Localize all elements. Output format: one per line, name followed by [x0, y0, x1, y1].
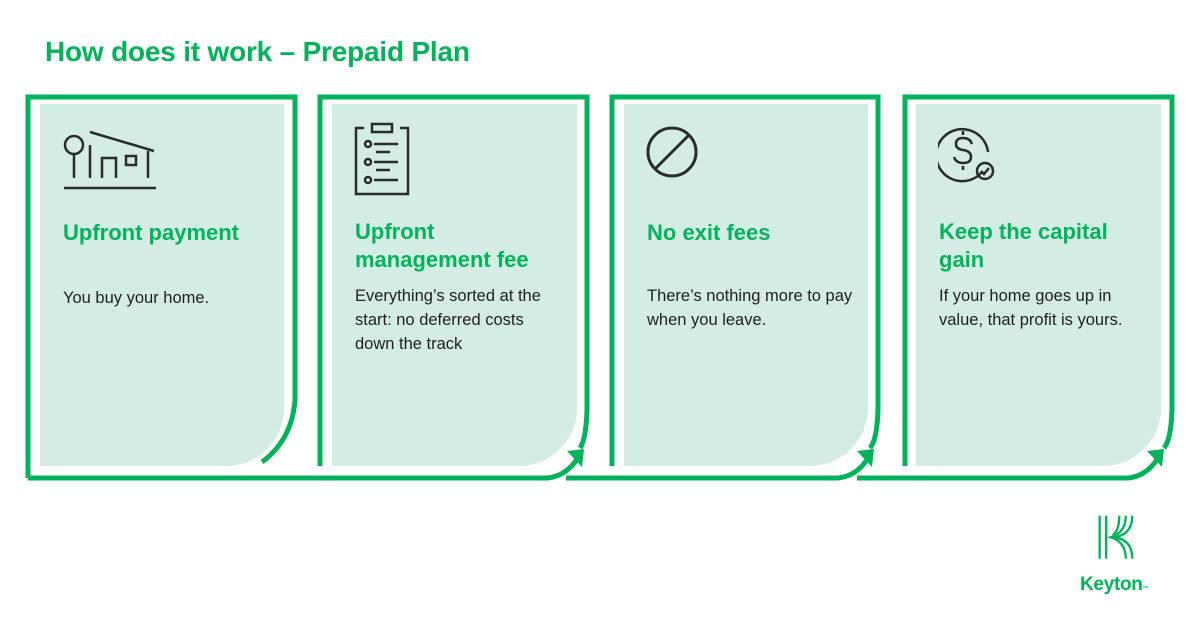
step-card-upfront-management-fee: Upfront management fee Everything’s sort… — [332, 104, 577, 466]
step-heading: Upfront payment — [63, 220, 239, 245]
step-heading: Keep the capital gain — [939, 219, 1108, 272]
step-heading: Upfront management fee — [355, 219, 529, 272]
clipboard-checklist-icon — [354, 122, 410, 196]
step-card-keep-capital-gain: Keep the capital gain If your home goes … — [916, 104, 1161, 466]
step-body: If your home goes up in value, that prof… — [939, 287, 1123, 329]
prohibited-circle-icon — [646, 126, 698, 178]
step-body: Everything’s sorted at the start: no def… — [355, 287, 541, 353]
step-heading: No exit fees — [647, 220, 771, 245]
page-title: How does it work – Prepaid Plan — [45, 36, 470, 67]
step-body: You buy your home. — [63, 289, 210, 307]
keyton-logo-icon — [1098, 515, 1134, 559]
arrow-heads — [567, 449, 1164, 467]
dollar-coin-check-icon — [938, 127, 995, 183]
keyton-logo-text: Keyton™ — [1080, 574, 1149, 595]
step-body: There’s nothing more to pay when you lea… — [647, 287, 853, 329]
house-with-tree-icon — [63, 130, 156, 190]
step-card-no-exit-fees: No exit fees There’s nothing more to pay… — [624, 104, 868, 466]
step-card-upfront-payment: Upfront payment You buy your home. — [40, 104, 284, 466]
